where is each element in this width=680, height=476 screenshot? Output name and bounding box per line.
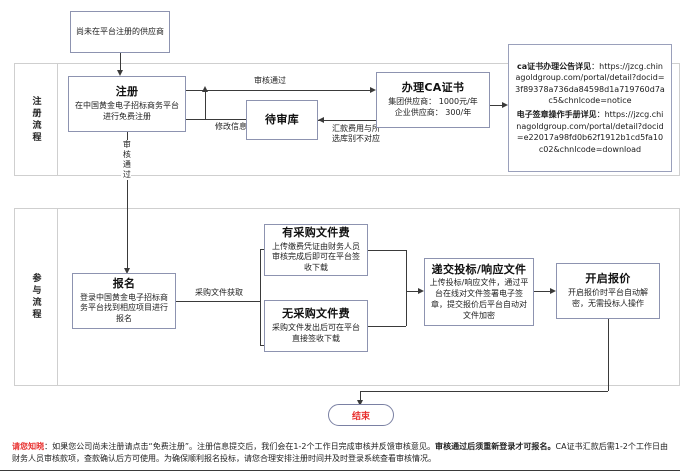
edge-openbid-left bbox=[360, 391, 608, 392]
edge-submit-to-openbid-arrow bbox=[550, 287, 556, 294]
edge-register-to-ca-seg1 bbox=[186, 90, 374, 91]
node-with-purchase-fee-title: 有采购文件费 bbox=[282, 225, 350, 239]
node-end[interactable]: 结束 bbox=[328, 404, 394, 426]
node-open-quote-title: 开启报价 bbox=[585, 272, 631, 286]
note-colon-2: ： bbox=[596, 110, 605, 119]
footer-text-2: CA证书汇款后需1-2个工作日由财务人员审核款项，查款确认后方可使用。为确保顺利… bbox=[12, 442, 669, 463]
note-colon-1: ： bbox=[591, 61, 600, 71]
edge-apply-to-branch bbox=[176, 301, 260, 302]
edge-modify-seg-v bbox=[205, 90, 206, 119]
node-end-label: 结束 bbox=[351, 411, 370, 422]
swimlane-participation-label: 参与流程 bbox=[14, 208, 58, 386]
node-open-quote-subtitle: 开启报价时平台自动解密，无需投标人操作 bbox=[568, 288, 648, 308]
edge-modify-arrow bbox=[201, 86, 208, 92]
node-apply[interactable]: 报名 登录中国黄金电子招标商务平台找到相应项目进行报名 bbox=[72, 273, 176, 329]
note-ca-notice: ca证书办理公告详见：https://jzcg.chinagoldgroup.c… bbox=[515, 61, 665, 107]
edge-merge-to-submit-arrow bbox=[418, 287, 424, 294]
node-unregistered-supplier[interactable]: 尚未在平台注册的供应商 bbox=[70, 11, 170, 53]
node-submit-bid-title: 递交投标/响应文件 bbox=[431, 262, 527, 276]
edge-label-doc-acquire: 采购文件获取 bbox=[184, 288, 254, 299]
edge-merge-v bbox=[406, 250, 407, 326]
edge-label-approved: 审核通过 bbox=[240, 76, 300, 87]
node-open-quote[interactable]: 开启报价 开启报价时平台自动解密，无需投标人操作 bbox=[556, 263, 660, 319]
node-unregistered-supplier-text: 尚未在平台注册的供应商 bbox=[76, 26, 164, 36]
node-apply-title: 报名 bbox=[112, 276, 136, 290]
note-seal-manual: 电子签章操作手册详见：https://jzcg.chinagoldgroup.c… bbox=[515, 109, 665, 155]
edge-to-end bbox=[360, 391, 361, 404]
edge-mismatch-arrow bbox=[318, 116, 324, 123]
footer-divider bbox=[0, 470, 680, 471]
footer-strong-1: 审核通过后须重新登录才可报名。 bbox=[435, 442, 556, 451]
edge-submit-to-openbid bbox=[534, 291, 554, 292]
edge-modify-seg-h bbox=[186, 119, 246, 120]
node-apply-subtitle: 登录中国黄金电子招标商务平台找到相应项目进行报名 bbox=[80, 292, 168, 324]
edge-ca-to-note-arrow bbox=[502, 101, 508, 108]
edge-label-approved-vertical: 审核通过 bbox=[121, 140, 132, 180]
footer-text-1: ：如果您公司尚未注册请点击“免费注册”。注册信息提交后，我们会在1-2个工作日完… bbox=[44, 442, 436, 451]
edge-start-to-register-arrow bbox=[116, 70, 123, 76]
node-with-purchase-fee[interactable]: 有采购文件费 上传缴费凭证由财务人员审核完成后即可在平台签收下载 bbox=[264, 224, 368, 276]
node-apply-ca-certificate[interactable]: 办理CA证书 集团供应商： 1000元/年 企业供应商： 300/年 bbox=[376, 72, 490, 128]
node-pending-review-pool[interactable]: 待审库 bbox=[246, 100, 318, 140]
edge-register-to-ca-arrow bbox=[370, 86, 376, 93]
edge-merge-to-submit bbox=[406, 291, 422, 292]
node-with-purchase-fee-subtitle: 上传缴费凭证由财务人员审核完成后即可在平台签收下载 bbox=[272, 241, 360, 273]
footer-note: 请您知晓：如果您公司尚未注册请点击“免费注册”。注册信息提交后，我们会在1-2个… bbox=[0, 438, 680, 465]
node-apply-ca-certificate-line1: 集团供应商： 1000元/年 bbox=[388, 97, 478, 107]
edge-openbid-down bbox=[608, 319, 609, 391]
edge-register-to-apply-arrow bbox=[123, 268, 130, 274]
node-register[interactable]: 注册 在中国黄金电子招标商务平台进行免费注册 bbox=[68, 76, 186, 132]
edge-nofee-merge-h bbox=[368, 326, 406, 327]
edge-mismatch-h bbox=[318, 120, 430, 121]
edge-withfee-merge-h bbox=[368, 250, 406, 251]
note-seal-manual-url[interactable]: https://jzcg.chinagoldgroup.com/portal/d… bbox=[516, 110, 664, 154]
note-ca-notice-url[interactable]: https://jzcg.chinagoldgroup.com/portal/d… bbox=[515, 61, 665, 106]
node-no-purchase-fee-title: 无采购文件费 bbox=[282, 307, 350, 321]
edge-label-modify: 修改信息 bbox=[208, 122, 254, 133]
swimlane-registration-label-text: 注册流程 bbox=[30, 95, 41, 144]
note-ca-notice-label: ca证书办理公告详见 bbox=[516, 61, 592, 71]
node-no-purchase-fee[interactable]: 无采购文件费 采购文件发出后可在平台直接签收下载 bbox=[264, 300, 368, 352]
swimlane-participation-label-text: 参与流程 bbox=[30, 273, 41, 321]
edge-label-mismatch: 汇款费用与所选库别不对应 bbox=[330, 124, 382, 145]
node-submit-bid[interactable]: 递交投标/响应文件 上传投标/响应文件，通过平台在线对文件签署电子签章，提交报价… bbox=[424, 258, 534, 326]
node-register-subtitle: 在中国黄金电子招标商务平台进行免费注册 bbox=[75, 101, 179, 121]
edge-ca-to-note bbox=[490, 105, 506, 106]
note-ca-links: ca证书办理公告详见：https://jzcg.chinagoldgroup.c… bbox=[508, 44, 672, 172]
node-pending-review-pool-title: 待审库 bbox=[265, 113, 299, 127]
node-apply-ca-certificate-title: 办理CA证书 bbox=[401, 81, 465, 95]
edge-register-to-apply bbox=[127, 132, 128, 272]
edge-branch-vertical bbox=[260, 249, 261, 345]
edge-to-end-arrow bbox=[356, 400, 363, 406]
footer-highlight: 请您知晓 bbox=[12, 442, 45, 451]
note-seal-manual-label: 电子签章操作手册详见 bbox=[516, 110, 597, 119]
node-no-purchase-fee-subtitle: 采购文件发出后可在平台直接签收下载 bbox=[272, 323, 360, 343]
edge-start-to-register bbox=[120, 53, 121, 73]
node-apply-ca-certificate-line2: 企业供应商： 300/年 bbox=[394, 107, 472, 117]
node-register-title: 注册 bbox=[115, 85, 139, 99]
swimlane-registration-label: 注册流程 bbox=[14, 63, 58, 176]
node-submit-bid-subtitle: 上传投标/响应文件，通过平台在线对文件签署电子签章，提交报价后平台自动对文件加密 bbox=[429, 278, 529, 320]
